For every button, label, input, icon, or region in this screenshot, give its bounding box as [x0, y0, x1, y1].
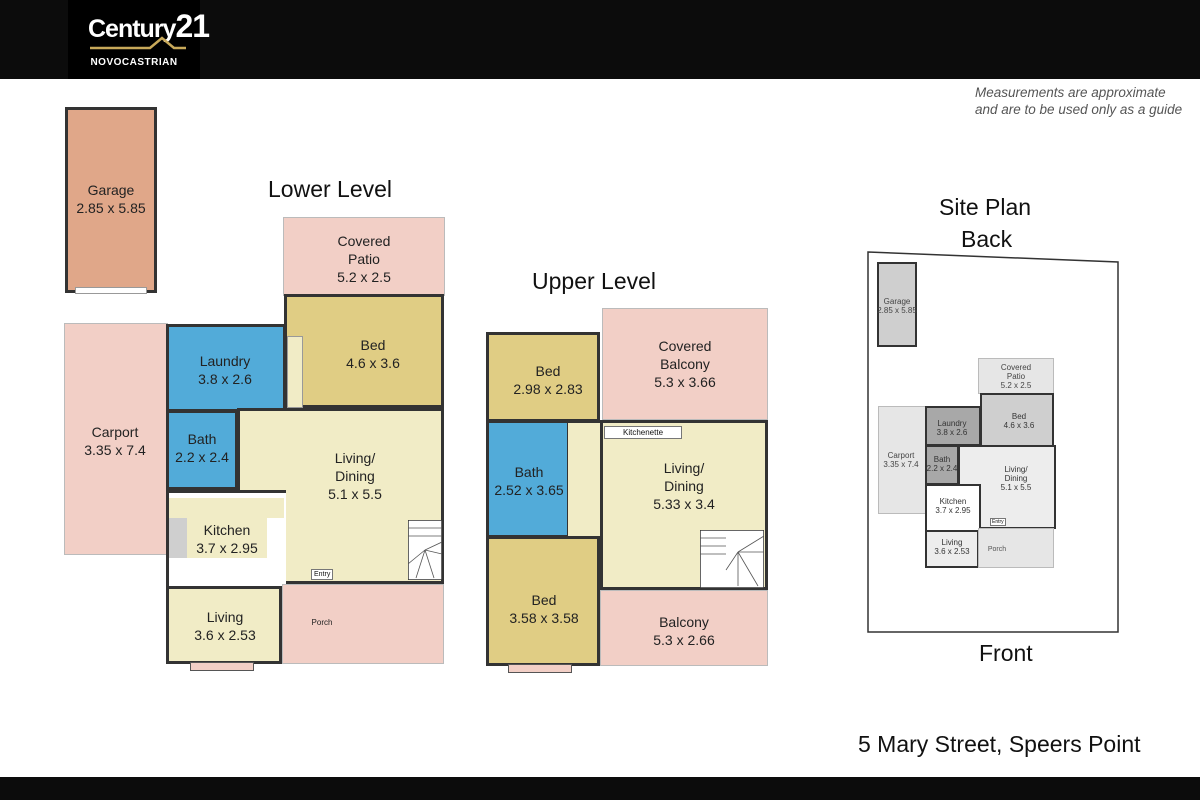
- site-bed-label: Bed 4.6 x 3.6: [1003, 412, 1035, 430]
- upper-hallway: [568, 420, 604, 540]
- footer-bar: [0, 777, 1200, 800]
- upper-covered-balcony-label: Covered Balcony 5.3 x 3.66: [654, 338, 716, 390]
- disclaimer-line-2: and are to be used only as a guide: [975, 102, 1183, 117]
- site-bed: [980, 393, 1054, 447]
- header-bar: Century21 NOVOCASTRIAN: [0, 0, 1200, 79]
- logo-number: 21: [175, 8, 210, 44]
- site-bath-label: Bath 2.2 x 2.4: [926, 455, 958, 473]
- lower-covered-patio: [283, 217, 445, 296]
- lower-porch-label: Porch: [311, 618, 333, 627]
- lower-stairs-icon: [408, 520, 442, 580]
- lower-bed-wardrobe: [287, 336, 303, 408]
- upper-stairs-icon: [700, 530, 764, 588]
- lower-laundry-label: Laundry 3.8 x 2.6: [198, 353, 252, 387]
- lower-bath: [166, 410, 238, 490]
- lower-kitchen-bench: [169, 498, 284, 518]
- lower-porch: [282, 584, 444, 664]
- lower-living-label: Living 3.6 x 2.53: [194, 609, 256, 643]
- lower-garage-label: Garage 2.85 x 5.85: [76, 182, 146, 216]
- lower-living-dining-label: Living/ Dining 5.1 x 5.5: [328, 450, 382, 502]
- site-garage: [877, 262, 917, 347]
- upper-bed-2: [486, 536, 600, 666]
- lower-bed-label: Bed 4.6 x 3.6: [346, 337, 400, 371]
- site-porch-label: Porch: [987, 546, 1007, 553]
- site-laundry-label: Laundry 3.8 x 2.6: [936, 419, 968, 437]
- property-address: 5 Mary Street, Speers Point: [858, 731, 1141, 757]
- lower-kitchen-island: [187, 518, 267, 558]
- site-kitchen-label: Kitchen 3.7 x 2.95: [935, 497, 971, 515]
- garage-door: [75, 287, 147, 294]
- site-garage-label: Garage 2.85 x 5.85: [877, 297, 917, 315]
- site-living: [925, 530, 979, 568]
- site-carport: [878, 406, 926, 514]
- site-living-label: Living 3.6 x 2.53: [934, 538, 970, 556]
- site-plan-title: Site Plan: [939, 194, 1032, 220]
- site-patio-label: Covered Patio 5.2 x 2.5: [1000, 363, 1032, 390]
- site-entry-tag: Entry: [990, 518, 1006, 526]
- upper-level-title: Upper Level: [532, 268, 657, 294]
- lower-living-window: [190, 662, 254, 671]
- upper-bath: [486, 420, 570, 538]
- site-plan-back-label: Back: [961, 226, 1013, 252]
- upper-bath-label: Bath 2.52 x 3.65: [494, 464, 564, 498]
- lower-bed: [284, 294, 444, 408]
- upper-bed-2-label: Bed 3.58 x 3.58: [509, 592, 579, 626]
- century21-logo: Century21 NOVOCASTRIAN: [68, 0, 210, 79]
- disclaimer-note: Measurements are approximate and are to …: [975, 84, 1182, 118]
- upper-covered-balcony: [602, 308, 768, 420]
- upper-bed-1-label: Bed 2.98 x 2.83: [513, 363, 583, 397]
- lower-patio-label: Covered Patio 5.2 x 2.5: [337, 233, 391, 285]
- lower-carport-label: Carport 3.35 x 7.4: [84, 424, 146, 458]
- site-porch: [978, 528, 1054, 568]
- upper-living-dining-label: Living/ Dining 5.33 x 3.4: [653, 460, 715, 512]
- lower-kitchen-label: Kitchen 3.7 x 2.95: [196, 522, 258, 556]
- disclaimer-line-1: Measurements are approximate: [975, 85, 1166, 100]
- site-plan-front-label: Front: [979, 640, 1033, 666]
- upper-kitchenette-tag: Kitchenette: [604, 426, 682, 439]
- lower-kitchen-appliance: [169, 518, 187, 558]
- logo-office: NOVOCASTRIAN: [90, 57, 178, 68]
- site-living-dining-label: Living/ Dining 5.1 x 5.5: [1000, 465, 1032, 492]
- upper-balcony-label: Balcony 5.3 x 2.66: [653, 614, 715, 648]
- lower-level-title: Lower Level: [268, 176, 393, 202]
- site-covered-patio: [978, 358, 1054, 394]
- lower-entry-tag: Entry: [311, 569, 334, 580]
- site-carport-label: Carport 3.35 x 7.4: [883, 451, 919, 469]
- site-bath: [925, 445, 959, 485]
- lower-bath-label: Bath 2.2 x 2.4: [175, 431, 229, 465]
- upper-bed-2-window: [508, 664, 572, 673]
- logo-roof-icon: [90, 36, 186, 50]
- upper-balcony: [600, 590, 768, 666]
